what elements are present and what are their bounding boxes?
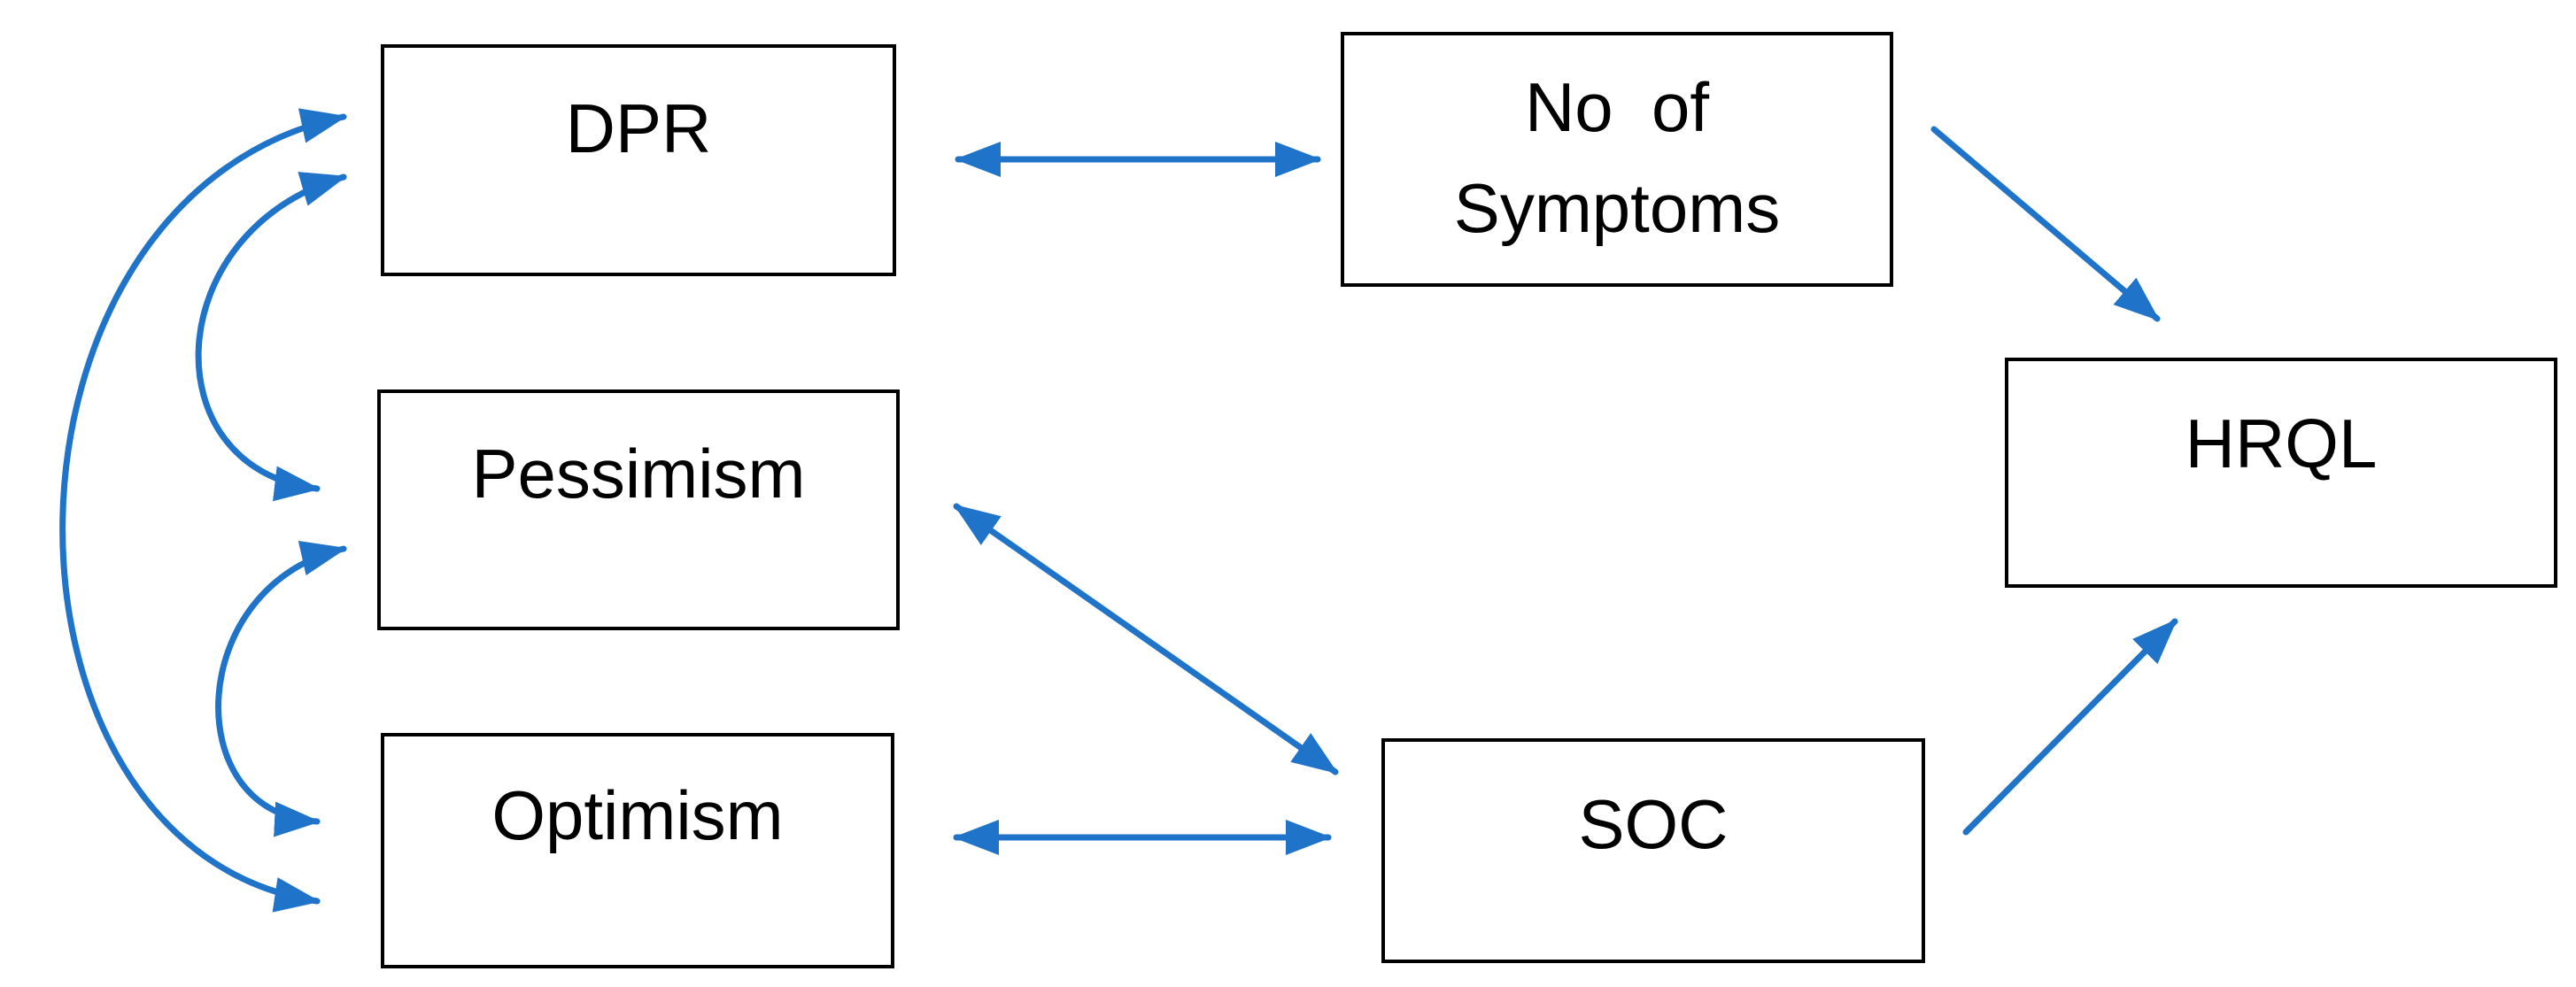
edge-soc-hrql [1962, 618, 2178, 836]
node-symptoms-label-line2: Symptoms [1454, 169, 1780, 247]
node-soc-label: SOC [1578, 785, 1728, 863]
node-dpr: DPR [381, 44, 896, 276]
node-soc: SOC [1381, 738, 1925, 963]
node-optimism: Optimism [381, 733, 894, 968]
node-optimism-label: Optimism [491, 776, 783, 854]
edge-dpr-pessimism-correlation [195, 172, 347, 502]
node-no-of-symptoms: No of Symptoms [1341, 32, 1893, 287]
node-hrql-label: HRQL [2185, 405, 2378, 482]
node-pessimism-label: Pessimism [471, 435, 805, 513]
node-hrql: HRQL [2005, 358, 2557, 588]
node-pessimism: Pessimism [377, 389, 900, 630]
node-symptoms-label-line1: No of [1525, 68, 1709, 146]
edge-symptoms-hrql [1930, 126, 2161, 322]
edge-dpr-optimism-correlation [59, 108, 347, 913]
node-dpr-label: DPR [566, 89, 712, 167]
edge-pessimism-soc [953, 503, 1339, 775]
edge-pessimism-optimism-correlation [215, 541, 347, 837]
